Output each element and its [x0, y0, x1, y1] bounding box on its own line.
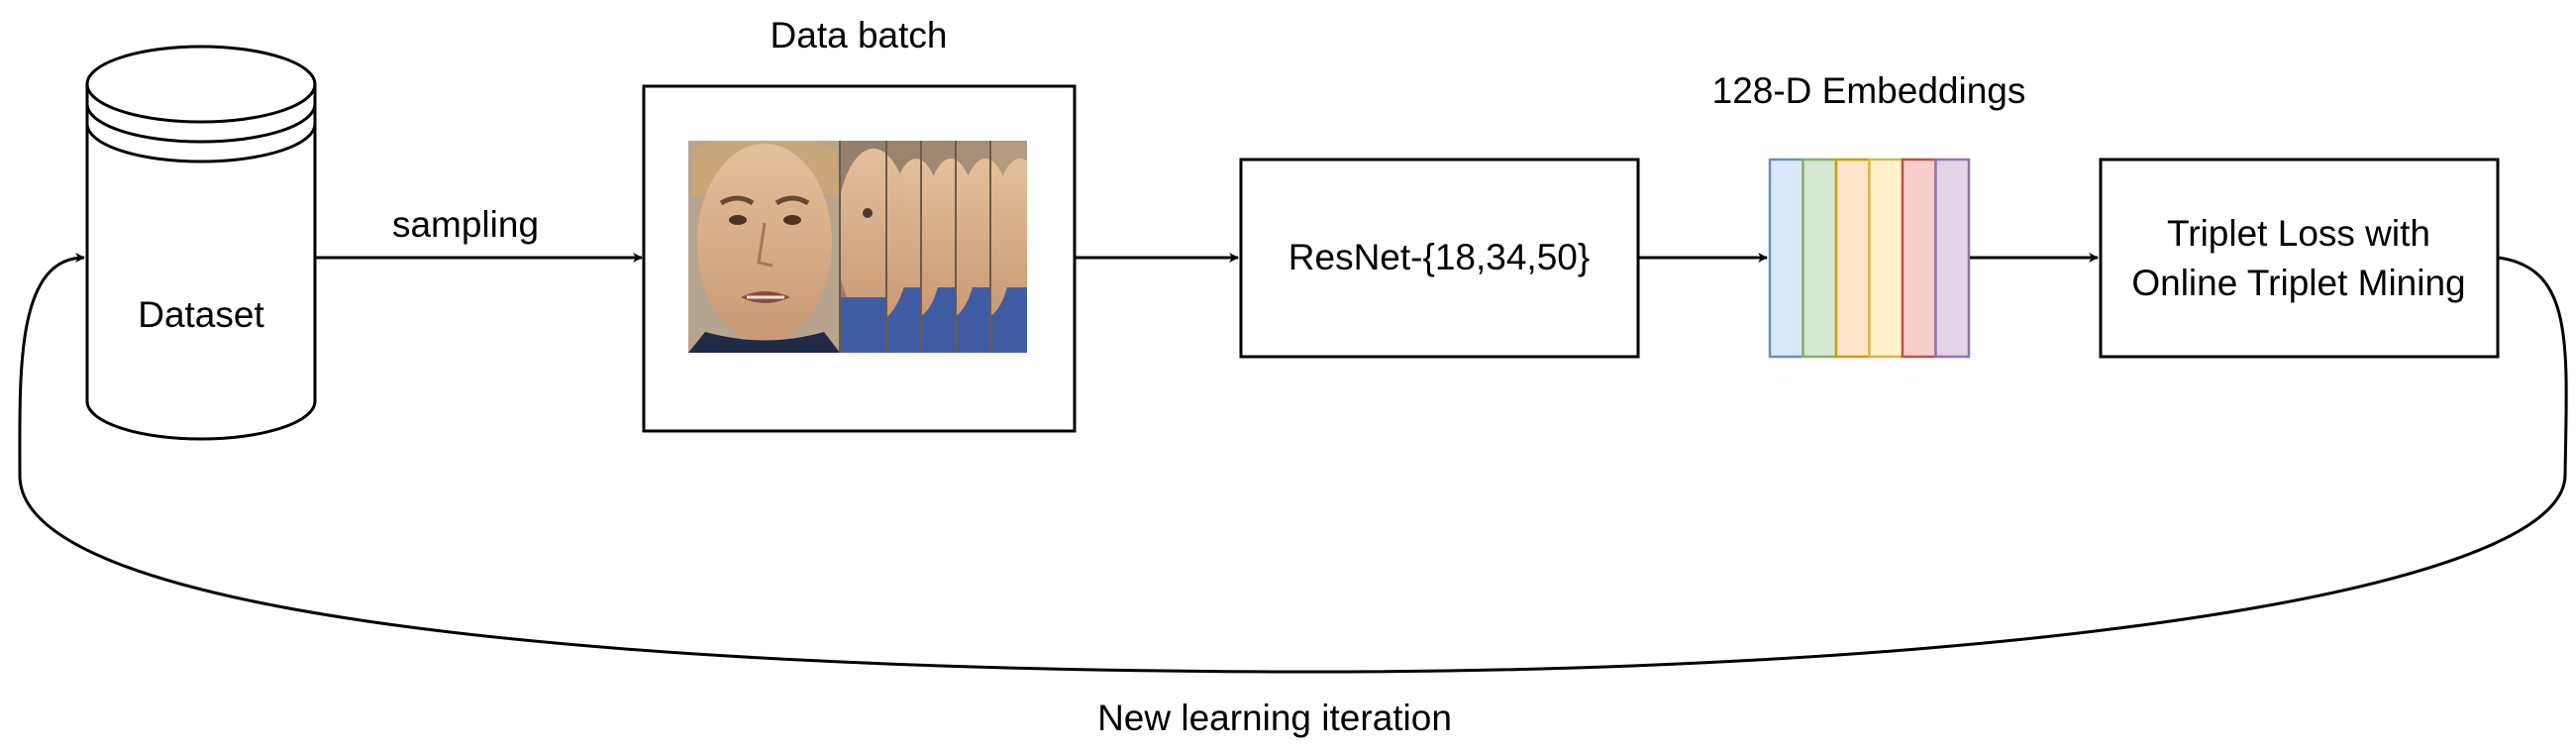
triplet-loss-line1: Triplet Loss with — [2167, 213, 2430, 254]
embeddings-title: 128-D Embeddings — [1712, 70, 2026, 111]
resnet-label: ResNet-{18,34,50} — [1288, 237, 1590, 277]
dataset-cylinder: Dataset — [85, 45, 317, 441]
triplet-loss-line2: Online Triplet Mining — [2131, 263, 2465, 303]
embedding-band — [1834, 158, 1871, 359]
resnet-box — [1239, 158, 1640, 359]
embedding-band — [1802, 158, 1838, 359]
triplet-loss-box — [2099, 158, 2500, 359]
data-batch-title: Data batch — [771, 15, 948, 55]
embedding-band — [1868, 158, 1905, 359]
sampling-edge: sampling — [315, 204, 643, 263]
loop-edge: New learning iteration — [18, 253, 2568, 738]
sampling-label: sampling — [392, 204, 539, 245]
embedding-band — [1934, 158, 1971, 359]
face-image-stack — [688, 141, 1027, 353]
face-frame — [836, 141, 911, 353]
face-frame-front — [688, 141, 841, 353]
loop-label: New learning iteration — [1097, 698, 1452, 738]
dataset-label: Dataset — [138, 294, 264, 335]
embedding-band — [1901, 158, 1937, 359]
embedding-vector — [1768, 158, 1971, 359]
embedding-band — [1768, 158, 1804, 359]
